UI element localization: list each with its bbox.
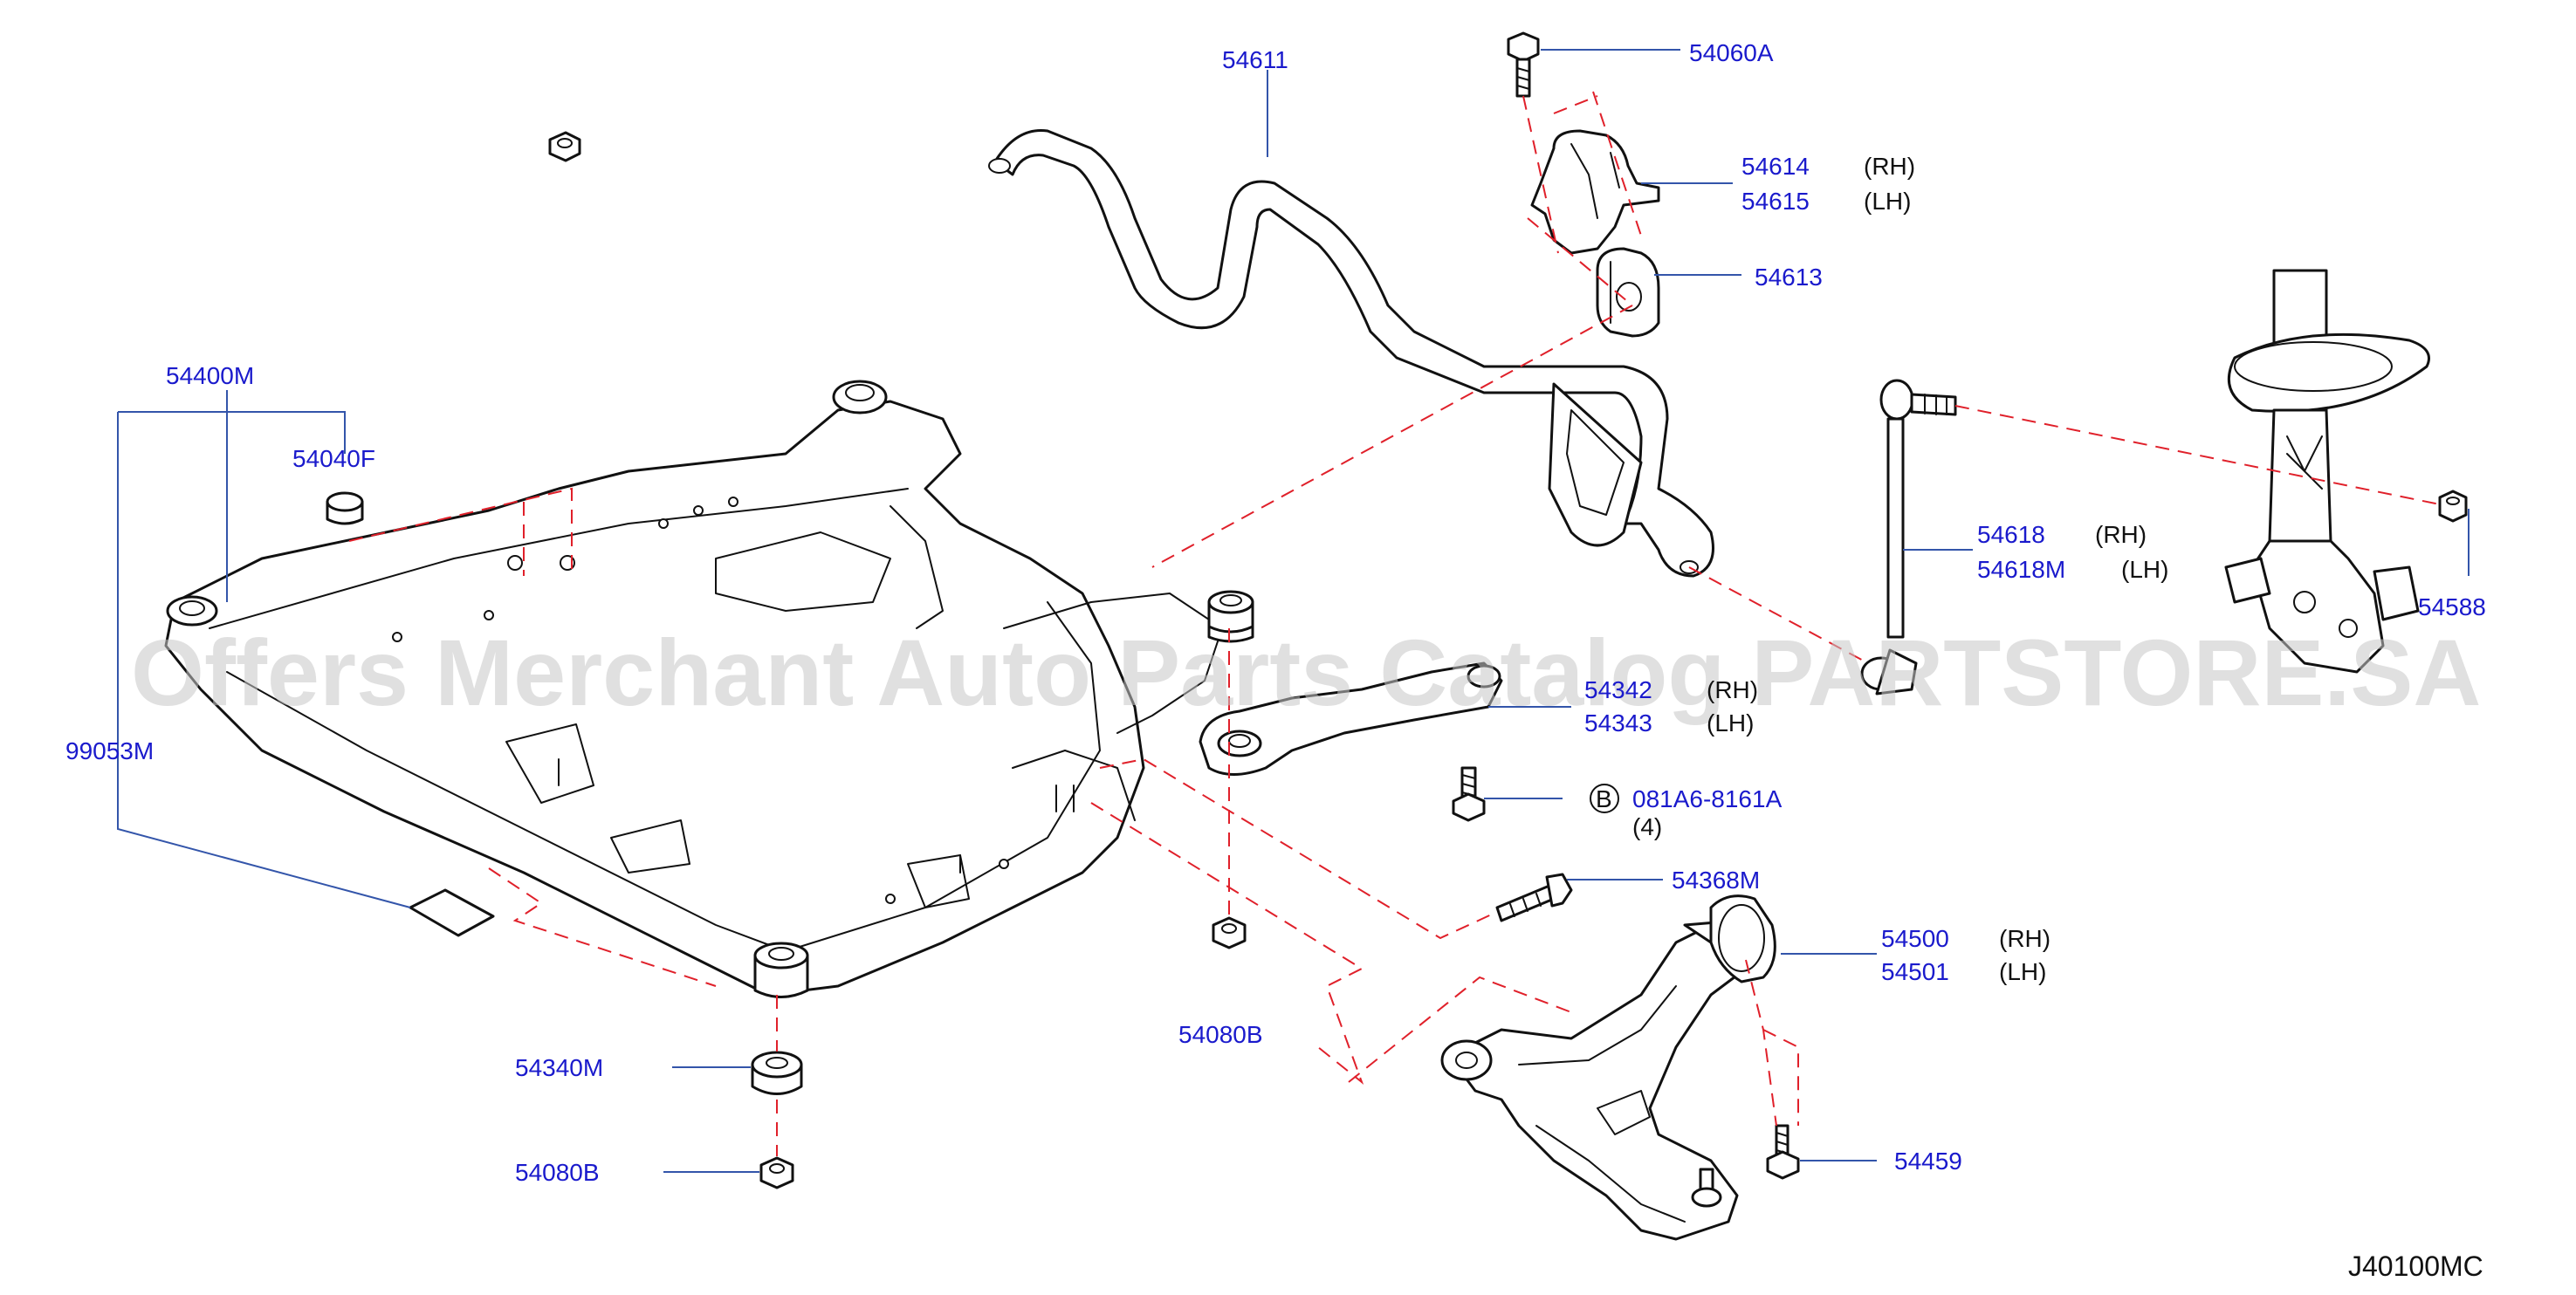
label-54618m: 54618M bbox=[1977, 556, 2065, 583]
diagram-code: J40100MC bbox=[2348, 1250, 2483, 1282]
label-54618-side: (RH) bbox=[2095, 521, 2147, 548]
label-54340m: 54340M bbox=[515, 1054, 603, 1081]
label-54618m-side: (LH) bbox=[2121, 556, 2168, 583]
assembly-dashed-lines bbox=[348, 91, 2441, 1156]
label-54343: 54343 bbox=[1584, 709, 1652, 737]
bolt-54060a-drawing bbox=[1507, 31, 1540, 98]
bushing-54040f-drawing bbox=[326, 491, 364, 525]
bushing-54340m-drawing bbox=[751, 1051, 803, 1095]
label-54500-side: (RH) bbox=[1999, 925, 2050, 952]
bolt-b-drawing bbox=[1452, 766, 1486, 822]
label-99053m: 99053M bbox=[65, 737, 154, 764]
callout-b-part: 081A6-8161A bbox=[1632, 785, 1783, 812]
label-54500: 54500 bbox=[1881, 925, 1949, 952]
label-54459: 54459 bbox=[1894, 1148, 1962, 1175]
label-plate-drawing bbox=[409, 888, 495, 937]
callout-b-qty: (4) bbox=[1632, 813, 1662, 840]
bracket-54614-drawing bbox=[1530, 129, 1660, 255]
label-54613: 54613 bbox=[1755, 264, 1823, 291]
nut-54080b-center-drawing bbox=[1212, 916, 1247, 949]
label-54080b-left: 54080B bbox=[515, 1159, 600, 1186]
watermark-text: Offers Merchant Auto Parts Catalog PARTS… bbox=[131, 620, 2481, 725]
leader-lines bbox=[117, 49, 2470, 1173]
label-54501-side: (LH) bbox=[1999, 958, 2046, 985]
bolt-54368m-drawing bbox=[1495, 873, 1573, 922]
label-54060a: 54060A bbox=[1689, 39, 1774, 66]
callout-b-letter: B bbox=[1596, 785, 1612, 812]
label-54368m: 54368M bbox=[1672, 867, 1760, 894]
label-54501: 54501 bbox=[1881, 958, 1949, 985]
label-54342-side: (RH) bbox=[1707, 676, 1758, 703]
transverse-link-drawing bbox=[1440, 894, 1776, 1241]
label-54343-side: (LH) bbox=[1707, 709, 1754, 737]
label-54615: 54615 bbox=[1741, 188, 1810, 215]
nut-54080b-left-drawing bbox=[759, 1156, 794, 1189]
label-54400m: 54400M bbox=[166, 362, 254, 389]
label-54040f: 54040F bbox=[292, 445, 375, 472]
label-54588: 54588 bbox=[2418, 593, 2486, 620]
stabilizer-bar-drawing bbox=[988, 128, 1714, 578]
member-bushing-drawing bbox=[1207, 590, 1254, 634]
label-54342: 54342 bbox=[1584, 676, 1652, 703]
label-54614: 54614 bbox=[1741, 153, 1810, 180]
link-54342-drawing bbox=[1199, 661, 1503, 776]
strut-drawing bbox=[2224, 269, 2430, 674]
nut-54588-drawing bbox=[2438, 490, 2468, 523]
bolt-54459-drawing bbox=[1766, 1124, 1800, 1180]
label-54615-side: (LH) bbox=[1864, 188, 1911, 215]
label-54618: 54618 bbox=[1977, 521, 2045, 548]
label-54080b-center: 54080B bbox=[1178, 1021, 1263, 1048]
bushing-54613-drawing bbox=[1596, 247, 1660, 338]
callout-b: B 081A6-8161A (4) bbox=[1590, 784, 1783, 840]
label-54611: 54611 bbox=[1222, 46, 1288, 73]
connecting-rod-drawing bbox=[1860, 379, 1957, 695]
nut-drawing bbox=[548, 131, 581, 162]
label-54614-side: (RH) bbox=[1864, 153, 1915, 180]
